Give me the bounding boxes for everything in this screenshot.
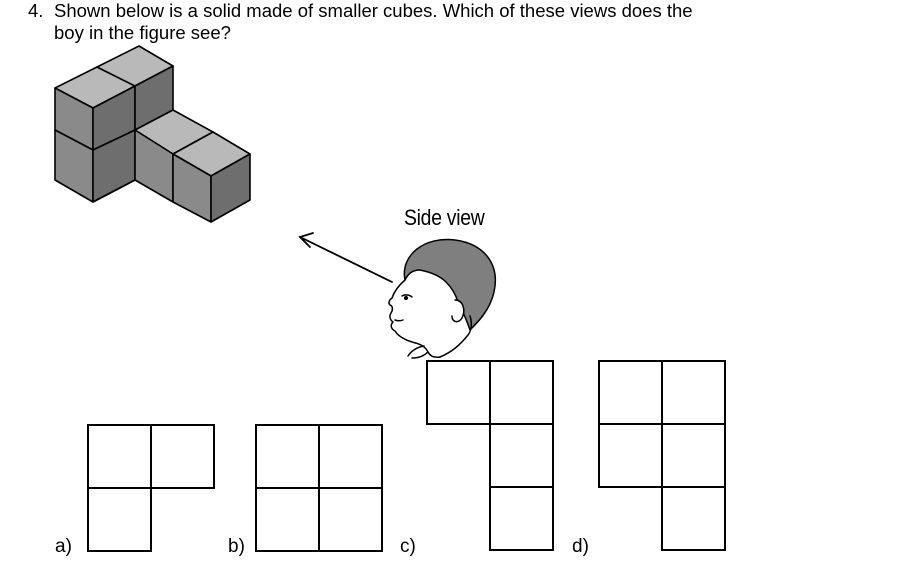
question-number: 4. xyxy=(28,0,44,21)
view-d-grid xyxy=(598,360,726,551)
question-line-1: Shown below is a solid made of smaller c… xyxy=(54,0,693,21)
view-b-grid xyxy=(255,424,383,552)
side-view-label: Side view xyxy=(404,205,485,230)
question-line-2: boy in the figure see? xyxy=(54,22,231,43)
question-text: 4. Shown below is a solid made of smaller… xyxy=(28,0,693,44)
option-b-label[interactable]: b) xyxy=(228,536,245,557)
option-c-label[interactable]: c) xyxy=(400,536,416,557)
option-d-label[interactable]: d) xyxy=(572,536,589,557)
option-a-label[interactable]: a) xyxy=(55,536,72,557)
view-a-grid xyxy=(87,424,215,552)
view-c-grid xyxy=(426,360,554,551)
